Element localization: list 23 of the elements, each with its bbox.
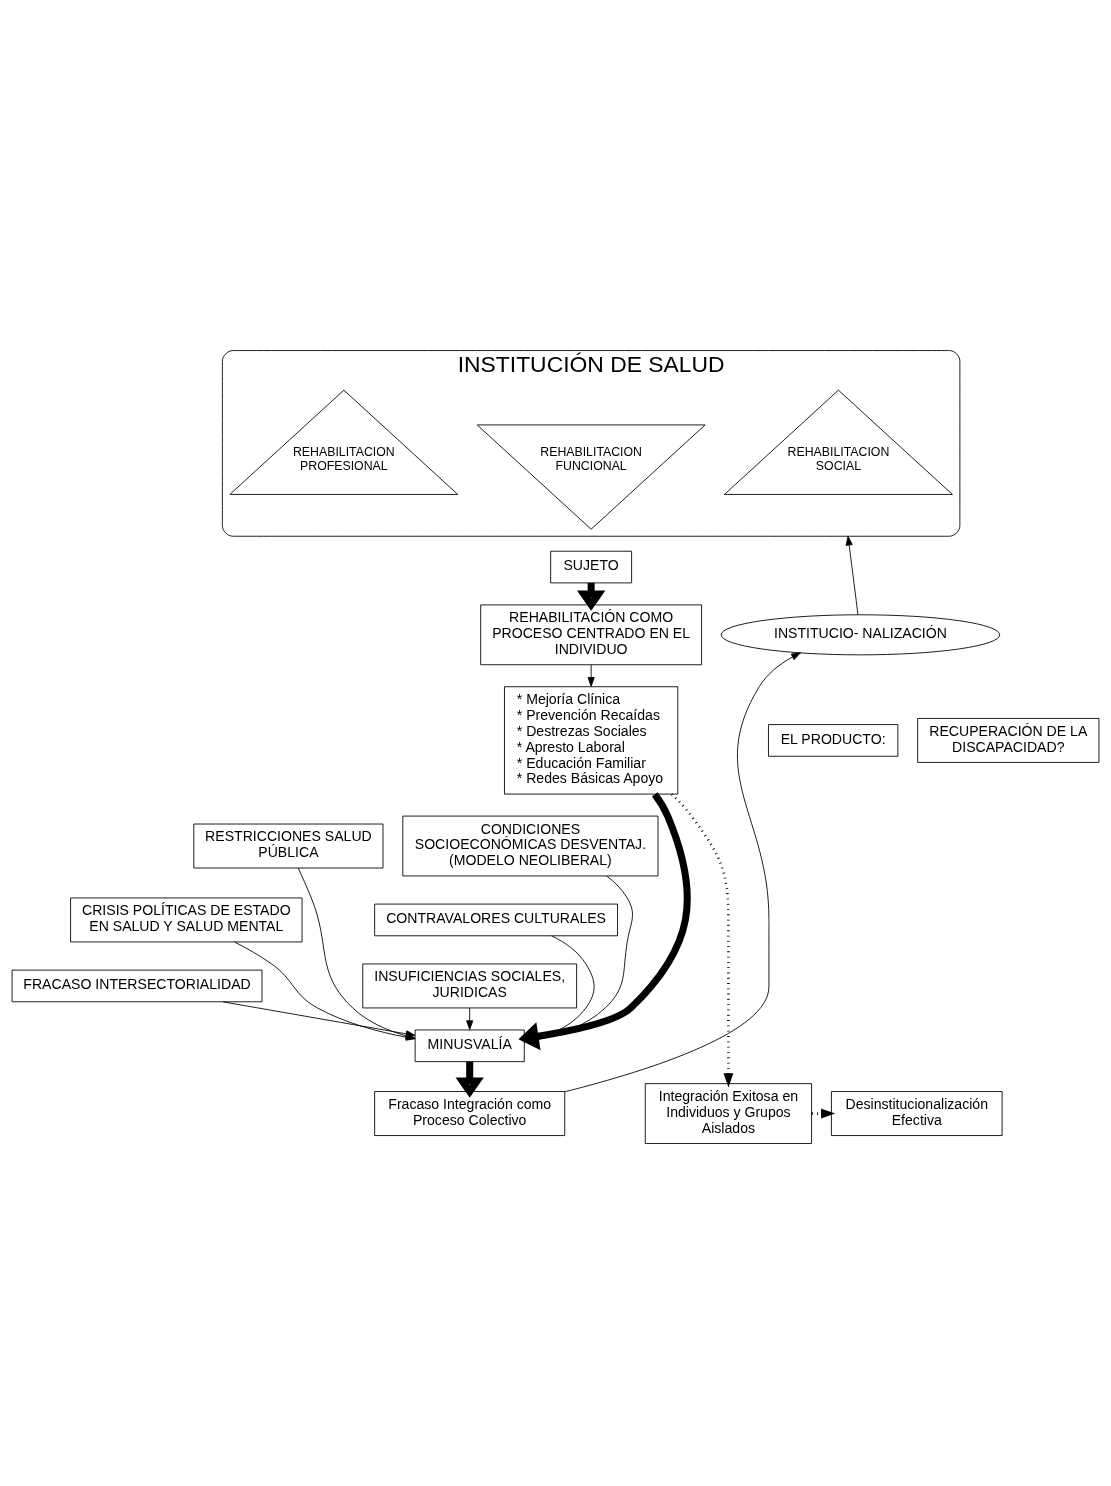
arrow [518, 791, 691, 1050]
node-box: EL PRODUCTO: [768, 723, 899, 757]
arrow [845, 535, 859, 615]
arrow [564, 651, 801, 1092]
node-box: RESTRICCIONES SALUD PÚBLICA [193, 823, 384, 868]
node-box: SUJETO [550, 550, 633, 583]
node-box: Integración Exitosa en Individuos y Grupos Aislados [644, 1082, 813, 1144]
node-box: * Mejoría Clínica * Prevención Recaídas * Destrezas Sociales * Apresto Laboral * Educación Familiar * Redes Básicas Apoyo [504, 685, 679, 795]
arrow [670, 792, 734, 1087]
node-box: CONTRAVALORES CULTURALES [374, 903, 618, 936]
node-box: CRISIS POLÍTICAS DE ESTADO EN SALUD Y SALUD MENTAL [70, 897, 303, 942]
node-box: MINUSVALÍA [414, 1029, 525, 1062]
node-ellipse: INSTITUCIO- NALIZACIÓN [720, 613, 1001, 655]
node-box: FRACASO INTERSECTORIALIDAD [11, 969, 263, 1002]
node-box: REHABILITACIÓN COMO PROCESO CENTRADO EN EL INDIVIDUO [480, 603, 703, 665]
node-box: INSUFICIENCIAS SOCIALES, JURIDICAS [362, 963, 578, 1008]
arrow [587, 663, 595, 687]
node-box: RECUPERACIÓN DE LA DISCAPACIDAD? [917, 717, 1100, 763]
arrow [466, 1007, 474, 1030]
node-box: CONDICIONES SOCIOECONÓMICAS DESVENTAJ. (MODELO NEOLIBERAL) [402, 815, 659, 876]
arrow [811, 1108, 836, 1118]
node-box: Fracaso Integración como Proceso Colectivo [374, 1090, 566, 1136]
node-box: Desinstitucionalización Efectiva [830, 1090, 1003, 1136]
